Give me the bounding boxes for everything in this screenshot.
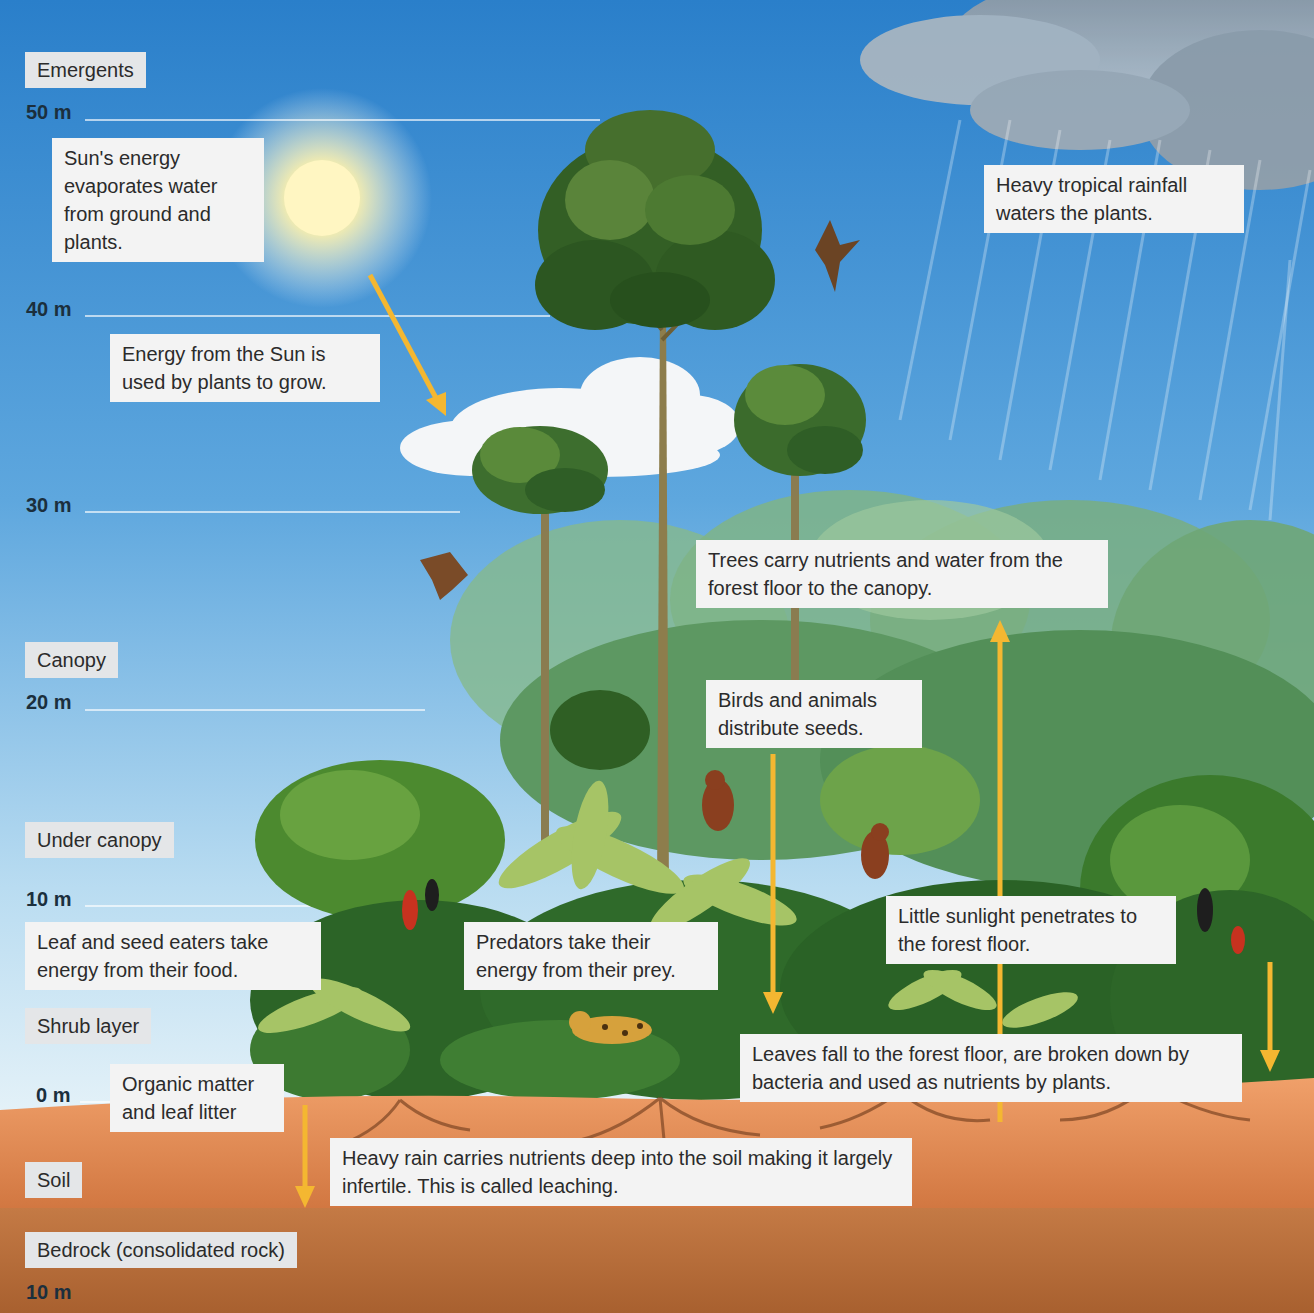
note-text: Leaves fall to the forest floor, are bro… (752, 1040, 1230, 1096)
ground-part (0, 1208, 1314, 1313)
layer-name: Canopy (25, 642, 118, 678)
rain-streaks-part (900, 120, 960, 420)
flow-arrows-part (771, 754, 776, 994)
under-canopy-part (550, 690, 650, 770)
layer-label: Shrub layer (37, 1012, 139, 1040)
layer-name: Emergents (25, 52, 146, 88)
note-box: Predators take their energy from their p… (464, 922, 718, 990)
note-text: Little sunlight penetrates to the forest… (898, 902, 1164, 958)
animals-part (1231, 926, 1245, 954)
flow-arrows-part (1268, 962, 1273, 1052)
note-text: Heavy rain carries nutrients deep into t… (342, 1144, 900, 1200)
rain-streaks (900, 120, 1310, 520)
note-box: Little sunlight penetrates to the forest… (886, 896, 1176, 964)
note-text: Organic matter and leaf litter (122, 1070, 272, 1126)
height-marker: 10 m (26, 887, 72, 911)
rain-cloud (860, 0, 1314, 190)
palm-leaves-part (919, 962, 1002, 1018)
note-text: Trees carry nutrients and water from the… (708, 546, 1096, 602)
layer-label: Bedrock (consolidated rock) (37, 1236, 285, 1264)
flow-arrows-part (1260, 1050, 1280, 1072)
side-trees-part (734, 364, 866, 476)
height-lines-part (85, 905, 328, 907)
height-lines-part (85, 709, 425, 711)
palm-leaves-part (549, 814, 691, 906)
under-canopy-part (280, 770, 420, 860)
emergent-tree-part (610, 272, 710, 328)
flow-arrows-part (763, 992, 783, 1014)
height-marker: 0 m (36, 1083, 70, 1107)
layer-label: Emergents (37, 56, 134, 84)
note-text: Heavy tropical rainfall waters the plant… (996, 171, 1232, 227)
flow-arrows-part (990, 620, 1010, 642)
layer-name: Soil (25, 1162, 82, 1198)
palm-leaves-part (565, 778, 616, 892)
height-lines-part (85, 315, 550, 317)
layer-name: Under canopy (25, 822, 174, 858)
under-canopy-part (255, 760, 505, 920)
note-box: Organic matter and leaf litter (110, 1064, 284, 1132)
animals-part (569, 1011, 591, 1033)
animals-part (420, 552, 468, 600)
animals-part (871, 823, 889, 841)
note-box: Heavy rain carries nutrients deep into t… (330, 1138, 912, 1206)
palm-leaves-part (998, 985, 1081, 1035)
flow-arrows-part (303, 1105, 308, 1188)
sun-part (284, 160, 360, 236)
animals-part (402, 890, 418, 930)
note-text: Energy from the Sun is used by plants to… (122, 340, 368, 396)
flow-arrows-part (295, 1186, 315, 1208)
note-text: Predators take their energy from their p… (476, 928, 706, 984)
animals-part (1197, 888, 1213, 932)
note-box: Leaves fall to the forest floor, are bro… (740, 1034, 1242, 1102)
height-marker: 20 m (26, 690, 72, 714)
flow-arrows-part (426, 392, 446, 416)
height-marker: 10 m (26, 1280, 72, 1304)
height-lines-part (85, 511, 460, 513)
side-trees-part (472, 426, 608, 514)
animals-part (622, 1030, 628, 1036)
note-text: Leaf and seed eaters take energy from th… (37, 928, 309, 984)
flow-arrows (295, 275, 1280, 1208)
height-marker: 40 m (26, 297, 72, 321)
rain-streaks-part (1250, 170, 1310, 510)
note-box: Sun's energy evaporates water from groun… (52, 138, 264, 262)
rain-streaks-part (1270, 260, 1290, 520)
layer-name: Shrub layer (25, 1008, 151, 1044)
animals (402, 220, 1245, 1044)
animals-part (637, 1023, 643, 1029)
height-lines-part (85, 119, 600, 121)
rain-cloud-part (970, 70, 1190, 150)
emergent-tree-part (565, 160, 655, 240)
note-box: Heavy tropical rainfall waters the plant… (984, 165, 1244, 233)
height-marker: 50 m (26, 100, 72, 124)
side-trees-part (541, 470, 549, 850)
layer-label: Soil (37, 1166, 70, 1194)
side-trees-part (787, 426, 863, 474)
sky (0, 0, 1314, 1110)
note-box: Trees carry nutrients and water from the… (696, 540, 1108, 608)
note-text: Sun's energy evaporates water from groun… (64, 144, 252, 256)
animals-part (815, 220, 860, 292)
animals-part (705, 770, 725, 790)
layer-name: Bedrock (consolidated rock) (25, 1232, 297, 1268)
layer-label: Under canopy (37, 826, 162, 854)
animals-part (602, 1024, 608, 1030)
side-trees-part (745, 365, 825, 425)
height-marker: 30 m (26, 493, 72, 517)
layer-label: Canopy (37, 646, 106, 674)
animals-part (425, 879, 439, 911)
note-box: Energy from the Sun is used by plants to… (110, 334, 380, 402)
note-box: Leaf and seed eaters take energy from th… (25, 922, 321, 990)
emergent-tree-part (645, 175, 735, 245)
height-lines-part (80, 1101, 110, 1103)
side-trees-part (525, 468, 605, 512)
note-box: Birds and animals distribute seeds. (706, 680, 922, 748)
note-text: Birds and animals distribute seeds. (718, 686, 910, 742)
under-canopy-part (820, 745, 980, 855)
